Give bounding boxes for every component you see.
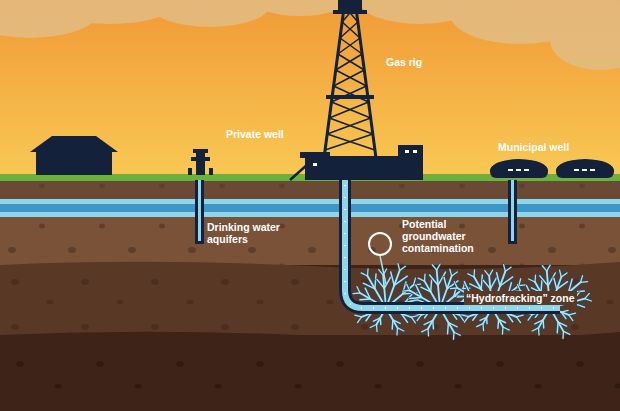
well-pipe bbox=[195, 180, 517, 244]
private-well-pump bbox=[188, 149, 213, 175]
crack bbox=[380, 256, 386, 284]
contamination-circle bbox=[369, 233, 391, 255]
rig-label: Gas rig bbox=[386, 56, 422, 68]
house bbox=[30, 136, 118, 175]
callout-label: Potential groundwater contamination bbox=[402, 218, 480, 254]
municipal-tanks bbox=[490, 159, 614, 178]
aquifer-label: Drinking water aquifers bbox=[207, 221, 295, 245]
fracture-network bbox=[353, 264, 591, 340]
gas-well-pipe bbox=[345, 180, 560, 308]
zone-label: “Hydrofracking” zone bbox=[464, 291, 577, 305]
gas-rig bbox=[290, 0, 423, 180]
well-label: Municipal well bbox=[498, 141, 569, 153]
smoke-cloud bbox=[0, 0, 620, 70]
well-label: Private well bbox=[226, 128, 284, 140]
